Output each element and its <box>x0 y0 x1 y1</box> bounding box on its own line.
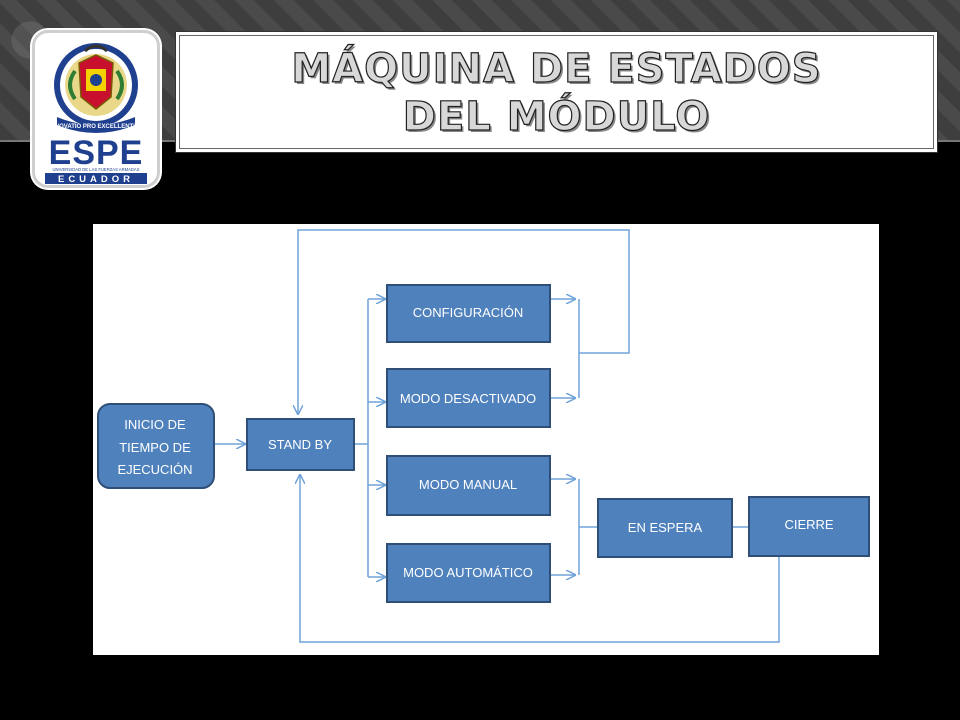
node-standby-label: STAND BY <box>268 437 332 452</box>
node-inicio-line2: TIEMPO DE <box>119 440 191 455</box>
edge-cierre-loop <box>300 475 780 643</box>
node-manual-label: MODO MANUAL <box>419 477 517 492</box>
node-cierre-label: CIERRE <box>784 517 833 532</box>
node-inicio-line1: INICIO DE <box>124 417 186 432</box>
espe-crest-icon: INNOVATIO PRO EXCELLENTIAE ESPE UNIVERSI… <box>45 43 147 185</box>
node-manual: MODO MANUAL <box>386 455 551 516</box>
title-box: MÁQUINA DE ESTADOS DEL MÓDULO <box>175 31 938 153</box>
node-automatico-label: MODO AUTOMÁTICO <box>403 565 533 580</box>
logo-university: UNIVERSIDAD DE LAS FUERZAS ARMADAS <box>52 167 139 172</box>
node-espera-label: EN ESPERA <box>628 520 703 535</box>
espe-logo: INNOVATIO PRO EXCELLENTIAE ESPE UNIVERSI… <box>32 30 160 188</box>
node-standby: STAND BY <box>246 418 355 471</box>
node-automatico: MODO AUTOMÁTICO <box>386 543 551 603</box>
slide-title-line1: MÁQUINA DE ESTADOS <box>291 45 822 92</box>
node-desactivado-label: MODO DESACTIVADO <box>400 391 536 406</box>
state-machine-diagram: INICIO DE TIEMPO DE EJECUCIÓN STAND BY C… <box>93 224 879 655</box>
node-configuracion-label: CONFIGURACIÓN <box>413 305 524 320</box>
node-cierre: CIERRE <box>748 496 870 557</box>
logo-acronym: ESPE <box>49 134 144 172</box>
node-espera: EN ESPERA <box>597 498 733 558</box>
node-configuracion: CONFIGURACIÓN <box>386 284 551 343</box>
logo-motto: INNOVATIO PRO EXCELLENTIAE <box>49 124 143 130</box>
slide-title-line2: DEL MÓDULO <box>402 93 711 140</box>
node-inicio-line3: EJECUCIÓN <box>117 462 192 477</box>
logo-country: ECUADOR <box>58 174 134 185</box>
diagram-edges <box>214 229 780 643</box>
node-inicio: INICIO DE TIEMPO DE EJECUCIÓN <box>97 403 215 489</box>
node-desactivado: MODO DESACTIVADO <box>386 368 551 428</box>
edge-config-loop <box>298 229 630 414</box>
diagram-canvas: INICIO DE TIEMPO DE EJECUCIÓN STAND BY C… <box>97 229 870 643</box>
